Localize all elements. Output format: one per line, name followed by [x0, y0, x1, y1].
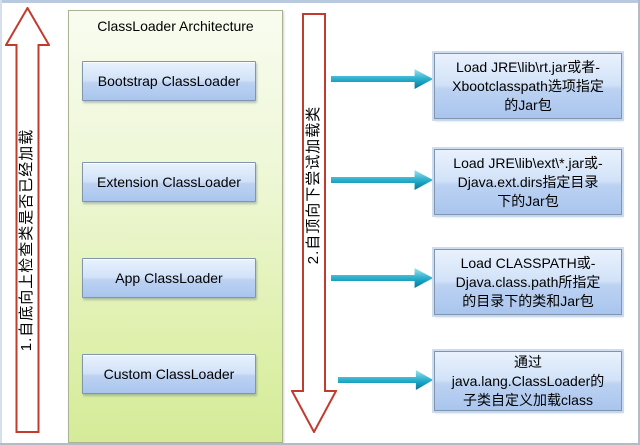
extension-classloader-box: Extension ClassLoader	[82, 162, 256, 202]
up-arrow-label: 1.自底向上检查类是否已经加载	[18, 128, 35, 352]
custom-description-box: 通过 java.lang.ClassLoader的 子类自定义加载class	[434, 351, 622, 411]
description-line: Djava.ext.dirs指定目录	[457, 173, 599, 190]
connector-arrow-custom	[338, 370, 434, 390]
classloader-panel: ClassLoader Architecture Bootstrap Class…	[68, 10, 283, 443]
panel-title: ClassLoader Architecture	[97, 18, 254, 34]
description-line: Load JRE\lib\rt.jar或者-	[456, 58, 600, 75]
description-line: 的Jar包	[504, 96, 552, 113]
bootstrap-classloader-box: Bootstrap ClassLoader	[82, 61, 256, 101]
description-line: 通过	[514, 353, 542, 370]
app-description-box: Load CLASSPATH或- Djava.class.path所指定 的目录…	[434, 249, 622, 315]
description-line: 下的Jar包	[497, 192, 559, 209]
description-line: Load CLASSPATH或-	[460, 254, 596, 271]
image-border-top	[0, 0, 640, 3]
description-line: 子类自定义加载class	[463, 391, 593, 408]
connector-arrow-app	[331, 268, 434, 288]
custom-classloader-box: Custom ClassLoader	[82, 354, 256, 394]
down-arrow-label: 2.自顶向下尝试加载类	[305, 105, 322, 265]
bootstrap-description-box: Load JRE\lib\rt.jar或者- Xbootclasspath选项指…	[434, 53, 622, 119]
connector-arrow-extension	[331, 170, 434, 190]
description-line: 的目录下的类和Jar包	[462, 292, 594, 309]
image-border-bottom	[0, 443, 640, 445]
description-line: Djava.class.path所指定	[455, 273, 601, 290]
down-arrow-icon	[291, 13, 337, 433]
description-line: java.lang.ClassLoader的	[451, 372, 605, 389]
connector-arrow-bootstrap	[331, 69, 434, 89]
extension-description-box: Load JRE\lib\ext\*.jar或- Djava.ext.dirs指…	[434, 149, 622, 215]
app-classloader-box: App ClassLoader	[82, 258, 256, 298]
description-line: Xbootclasspath选项指定	[452, 77, 604, 94]
up-arrow-icon	[5, 7, 50, 433]
image-border-left	[0, 0, 2, 445]
image-border-right	[638, 0, 640, 445]
description-line: Load JRE\lib\ext\*.jar或-	[453, 154, 603, 171]
